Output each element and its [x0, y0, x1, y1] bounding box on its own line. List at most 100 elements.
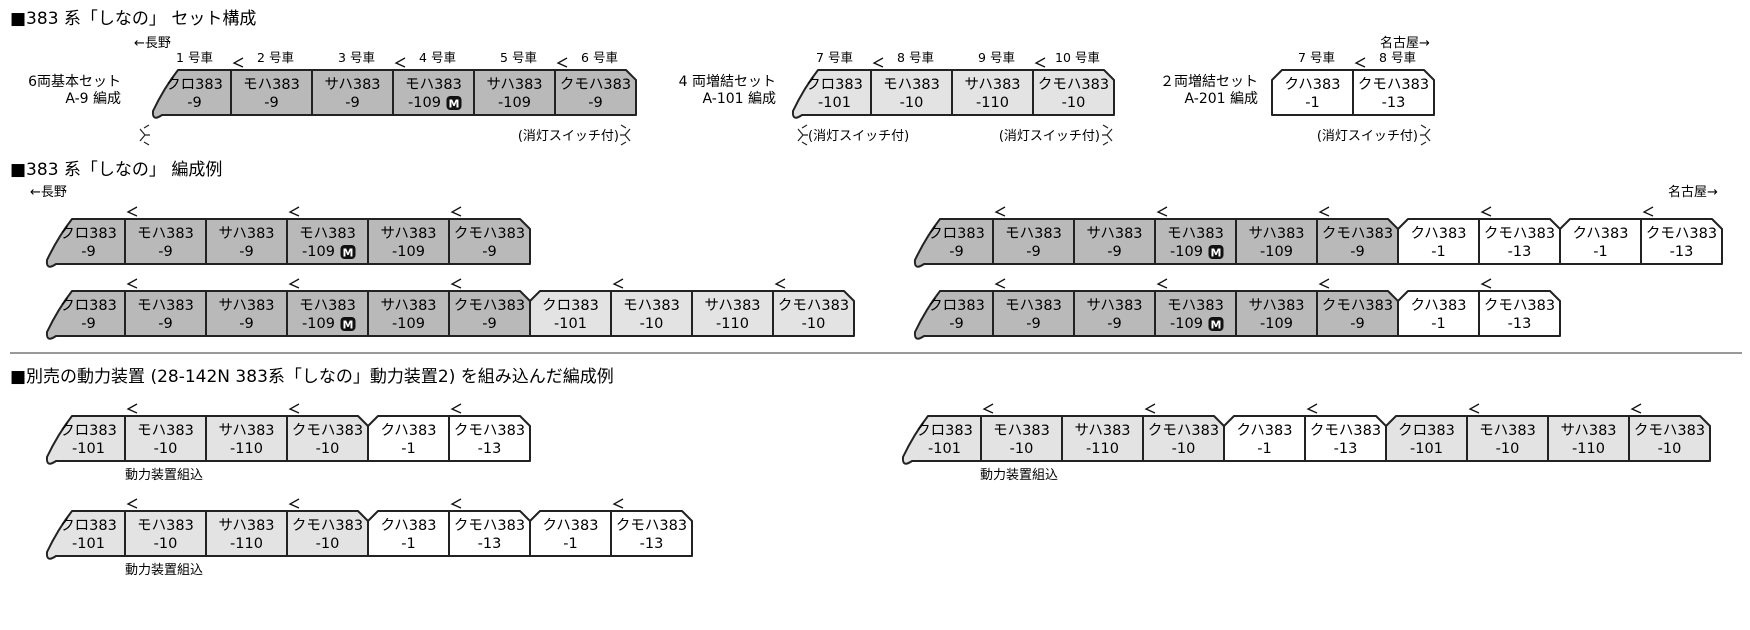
car-number-label: -9 [158, 244, 172, 260]
car-number-label: -101 [1410, 441, 1443, 457]
set-a101-switch-note-left: (消灯スイッチ付) [808, 129, 909, 144]
train-car: モハ383-10 [124, 403, 207, 462]
car-type-label: モハ383 [299, 298, 356, 314]
train-car: クハ383-17 号車 [1271, 50, 1354, 116]
train-car: サハ383-109 [367, 290, 450, 337]
pantograph-icon [612, 278, 624, 289]
train-car: クモハ383-13 [1478, 278, 1561, 337]
car-type-label: サハ383 [1074, 423, 1130, 439]
train-car: サハ383-109 [367, 218, 450, 265]
pantograph-icon [232, 57, 244, 68]
car-body [1397, 290, 1480, 337]
car-type-label: サハ383 [486, 77, 542, 93]
car-number-label: -13 [1334, 441, 1358, 457]
car-number-label: -13 [1670, 244, 1694, 260]
car-type-label: サハ383 [380, 226, 436, 242]
section2-title: ■383 系「しなの」 編成例 [10, 160, 222, 180]
car-number-label: -101 [72, 441, 105, 457]
car-number-label: -1 [1593, 244, 1607, 260]
pantograph-icon [1156, 206, 1168, 217]
set-a9-switch-note: (消灯スイッチ付) [518, 129, 619, 144]
set-a101-formation: A-101 編成 [703, 91, 777, 107]
train-car: クモハ383-10 [286, 498, 369, 557]
car-position-label: 2 号車 [257, 50, 294, 65]
car-type-label: クロ383 [1398, 422, 1455, 439]
train-car: クモハ383 -9 [1316, 206, 1399, 265]
train-car: クロ383-91 号車 [151, 50, 232, 119]
car-type-label: サハ383 [1248, 226, 1304, 242]
car-position-label: 1 号車 [176, 50, 213, 65]
train-car: クロ383-101 [901, 415, 982, 465]
car-type-label: クロ383 [928, 297, 985, 314]
pantograph-icon [612, 498, 624, 509]
pantograph-icon [288, 206, 300, 217]
car-type-label: クロ383 [60, 225, 117, 242]
car-type-label: クモハ383 [778, 297, 849, 314]
pantograph-icon [1468, 403, 1480, 414]
car-type-label: クモハ383 [1148, 422, 1219, 439]
car-type-label: クロ383 [916, 422, 973, 439]
car-type-label: クロ383 [542, 297, 599, 314]
car-body [367, 510, 450, 557]
motor-car-icon: M [1208, 245, 1224, 260]
car-type-label: クハ383 [543, 517, 599, 534]
pantograph-icon [288, 278, 300, 289]
train-car: クロ383 -101 [1385, 415, 1468, 462]
car-number-label: -9 [345, 95, 359, 111]
car-type-label: サハ383 [1086, 298, 1142, 314]
car-body [1559, 218, 1642, 265]
car-position-label: 5 号車 [500, 50, 537, 65]
car-type-label: モハ383 [1005, 298, 1062, 314]
car-number-label: -1 [563, 536, 577, 552]
direction-nagano-label: ←長野 [134, 36, 171, 51]
train-car: クロ383-101 [529, 290, 612, 337]
car-body [1271, 69, 1354, 116]
car-number-label: -10 [900, 95, 924, 111]
car-number-label: -109 [498, 95, 531, 111]
train-car: クモハ383-13 [448, 403, 531, 462]
car-body [45, 218, 126, 268]
motor-car-icon: M [1208, 317, 1224, 332]
train-car: サハ383-93 号車 [311, 50, 394, 116]
car-body [448, 415, 531, 462]
train-car: サハ383-9 [205, 218, 288, 265]
car-type-label: クモハ383 [616, 517, 687, 534]
car-number-label: -9 [1350, 244, 1364, 260]
car-number-label: -110 [1086, 441, 1119, 457]
car-type-label: クモハ383 [454, 422, 525, 439]
car-type-label: クロ383 [60, 297, 117, 314]
car-type-label: クロ383 [806, 76, 863, 93]
pantograph-icon [1034, 57, 1046, 68]
pantograph-icon [450, 206, 462, 217]
train-car: クロ383-101 [45, 415, 126, 465]
pantograph-icon [1306, 403, 1318, 414]
train-car: クハ383-1 [1397, 218, 1480, 265]
train-car: クモハ383-10 [1628, 403, 1711, 462]
pantograph-icon [450, 498, 462, 509]
pantograph-icon [1156, 278, 1168, 289]
car-number-label: -110 [716, 316, 749, 332]
train-car: モハ383-10 [980, 403, 1063, 462]
car-number-label: -109 [392, 316, 425, 332]
car-position-label: 4 号車 [419, 50, 456, 65]
car-body [1223, 415, 1306, 462]
car-number-label: -10 [154, 441, 178, 457]
train-car: サハ383-110 [205, 415, 288, 462]
pantograph-icon [126, 498, 138, 509]
car-body [1640, 218, 1723, 265]
car-number-label: -110 [230, 441, 263, 457]
pantograph-icon [126, 403, 138, 414]
car-number-label: -9 [1026, 244, 1040, 260]
pantograph-icon [126, 206, 138, 217]
car-type-label: クモハ383 [1322, 225, 1393, 242]
car-type-label: クロ383 [60, 517, 117, 534]
car-number-label: -10 [316, 536, 340, 552]
car-type-label: モハ383 [883, 77, 940, 93]
pantograph-icon [994, 206, 1006, 217]
